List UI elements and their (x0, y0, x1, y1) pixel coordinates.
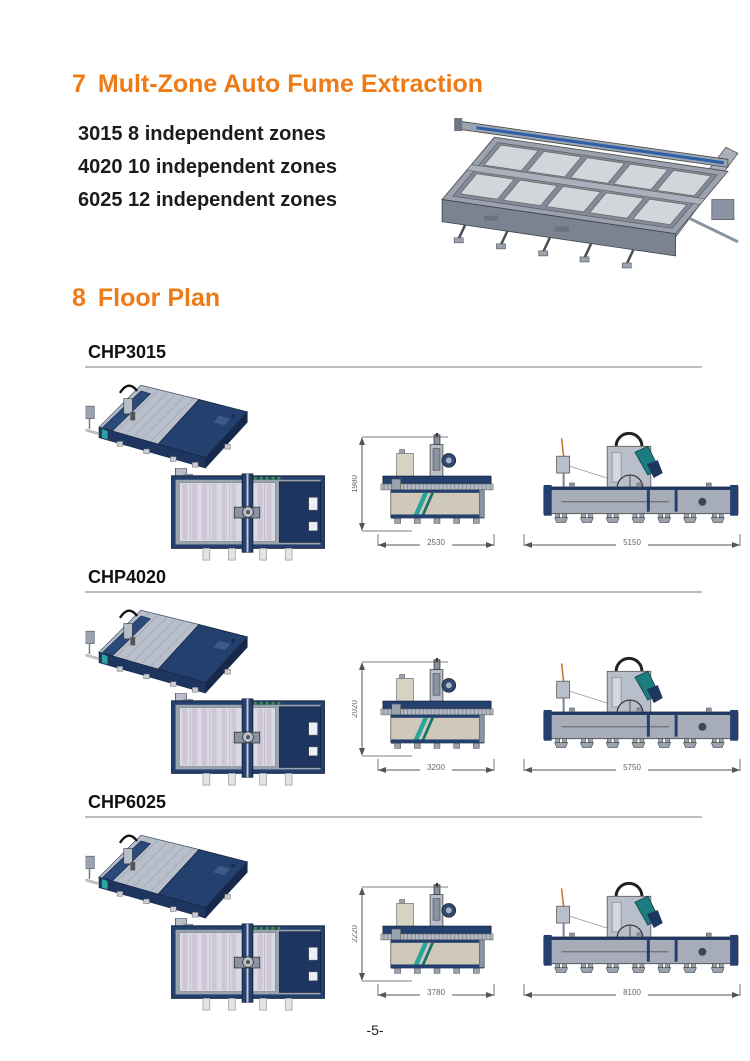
model-block-chp3015: CHP3015 1980 2530 5150 (0, 336, 750, 561)
isometric-machine-view (85, 370, 253, 470)
page-number: -5- (366, 1022, 384, 1038)
height-dimension-label: 2220 (352, 925, 359, 943)
length-dimension-label: 5150 (623, 538, 641, 547)
length-dimension: 5150 (523, 534, 741, 548)
model-underline (85, 591, 702, 593)
height-dimension: 1980 (352, 436, 448, 532)
height-dimension: 2220 (352, 886, 448, 982)
side-elevation-view (518, 880, 744, 980)
model-underline (85, 816, 702, 818)
length-dimension: 8100 (523, 984, 741, 998)
width-dimension: 3780 (377, 984, 495, 998)
section-8-number: 8 (72, 284, 86, 312)
section-7-title: Mult-Zone Auto Fume Extraction (97, 70, 484, 98)
width-dimension: 2530 (377, 534, 495, 548)
section-8-title: Floor Plan (97, 284, 221, 312)
isometric-machine-view (85, 595, 253, 695)
top-plan-view (168, 693, 328, 789)
width-dimension-label: 3780 (427, 988, 445, 997)
model-block-chp6025: CHP6025 2220 3780 8100 (0, 786, 750, 1011)
isometric-machine-view (85, 820, 253, 920)
section-8-heading: 8 Floor Plan (72, 284, 220, 313)
top-plan-view (168, 918, 328, 1014)
zone-item: 6025 12 independent zones (78, 189, 337, 211)
floor-plan-canvas: 2220 3780 8100 (0, 818, 750, 1011)
length-dimension-label: 8100 (623, 988, 641, 997)
side-elevation-view (518, 655, 744, 755)
width-dimension: 3200 (377, 759, 495, 773)
floor-plan-canvas: 2020 3200 5750 (0, 593, 750, 786)
zone-item: 4020 10 independent zones (78, 156, 337, 178)
section-7-number: 7 (72, 70, 86, 98)
section-7-heading: 7 Mult-Zone Auto Fume Extraction (72, 70, 483, 99)
model-block-chp4020: CHP4020 2020 3200 5750 (0, 561, 750, 786)
fume-extraction-bed-isometric-illustration (424, 96, 746, 288)
length-dimension: 5750 (523, 759, 741, 773)
height-dimension: 2020 (352, 661, 448, 757)
width-dimension-label: 3200 (427, 763, 445, 772)
height-dimension-label: 1980 (352, 475, 359, 493)
model-name: CHP6025 (88, 792, 167, 812)
zone-item: 3015 8 independent zones (78, 123, 326, 145)
height-dimension-label: 2020 (352, 700, 359, 718)
model-name: CHP4020 (88, 567, 167, 587)
top-plan-view (168, 468, 328, 564)
floor-plan-canvas: 1980 2530 5150 (0, 368, 750, 561)
model-name: CHP3015 (88, 342, 167, 362)
model-underline (85, 366, 702, 368)
zone-list: 3015 8 independent zones 4020 10 indepen… (78, 118, 337, 217)
width-dimension-label: 2530 (427, 538, 445, 547)
length-dimension-label: 5750 (623, 763, 641, 772)
side-elevation-view (518, 430, 744, 530)
